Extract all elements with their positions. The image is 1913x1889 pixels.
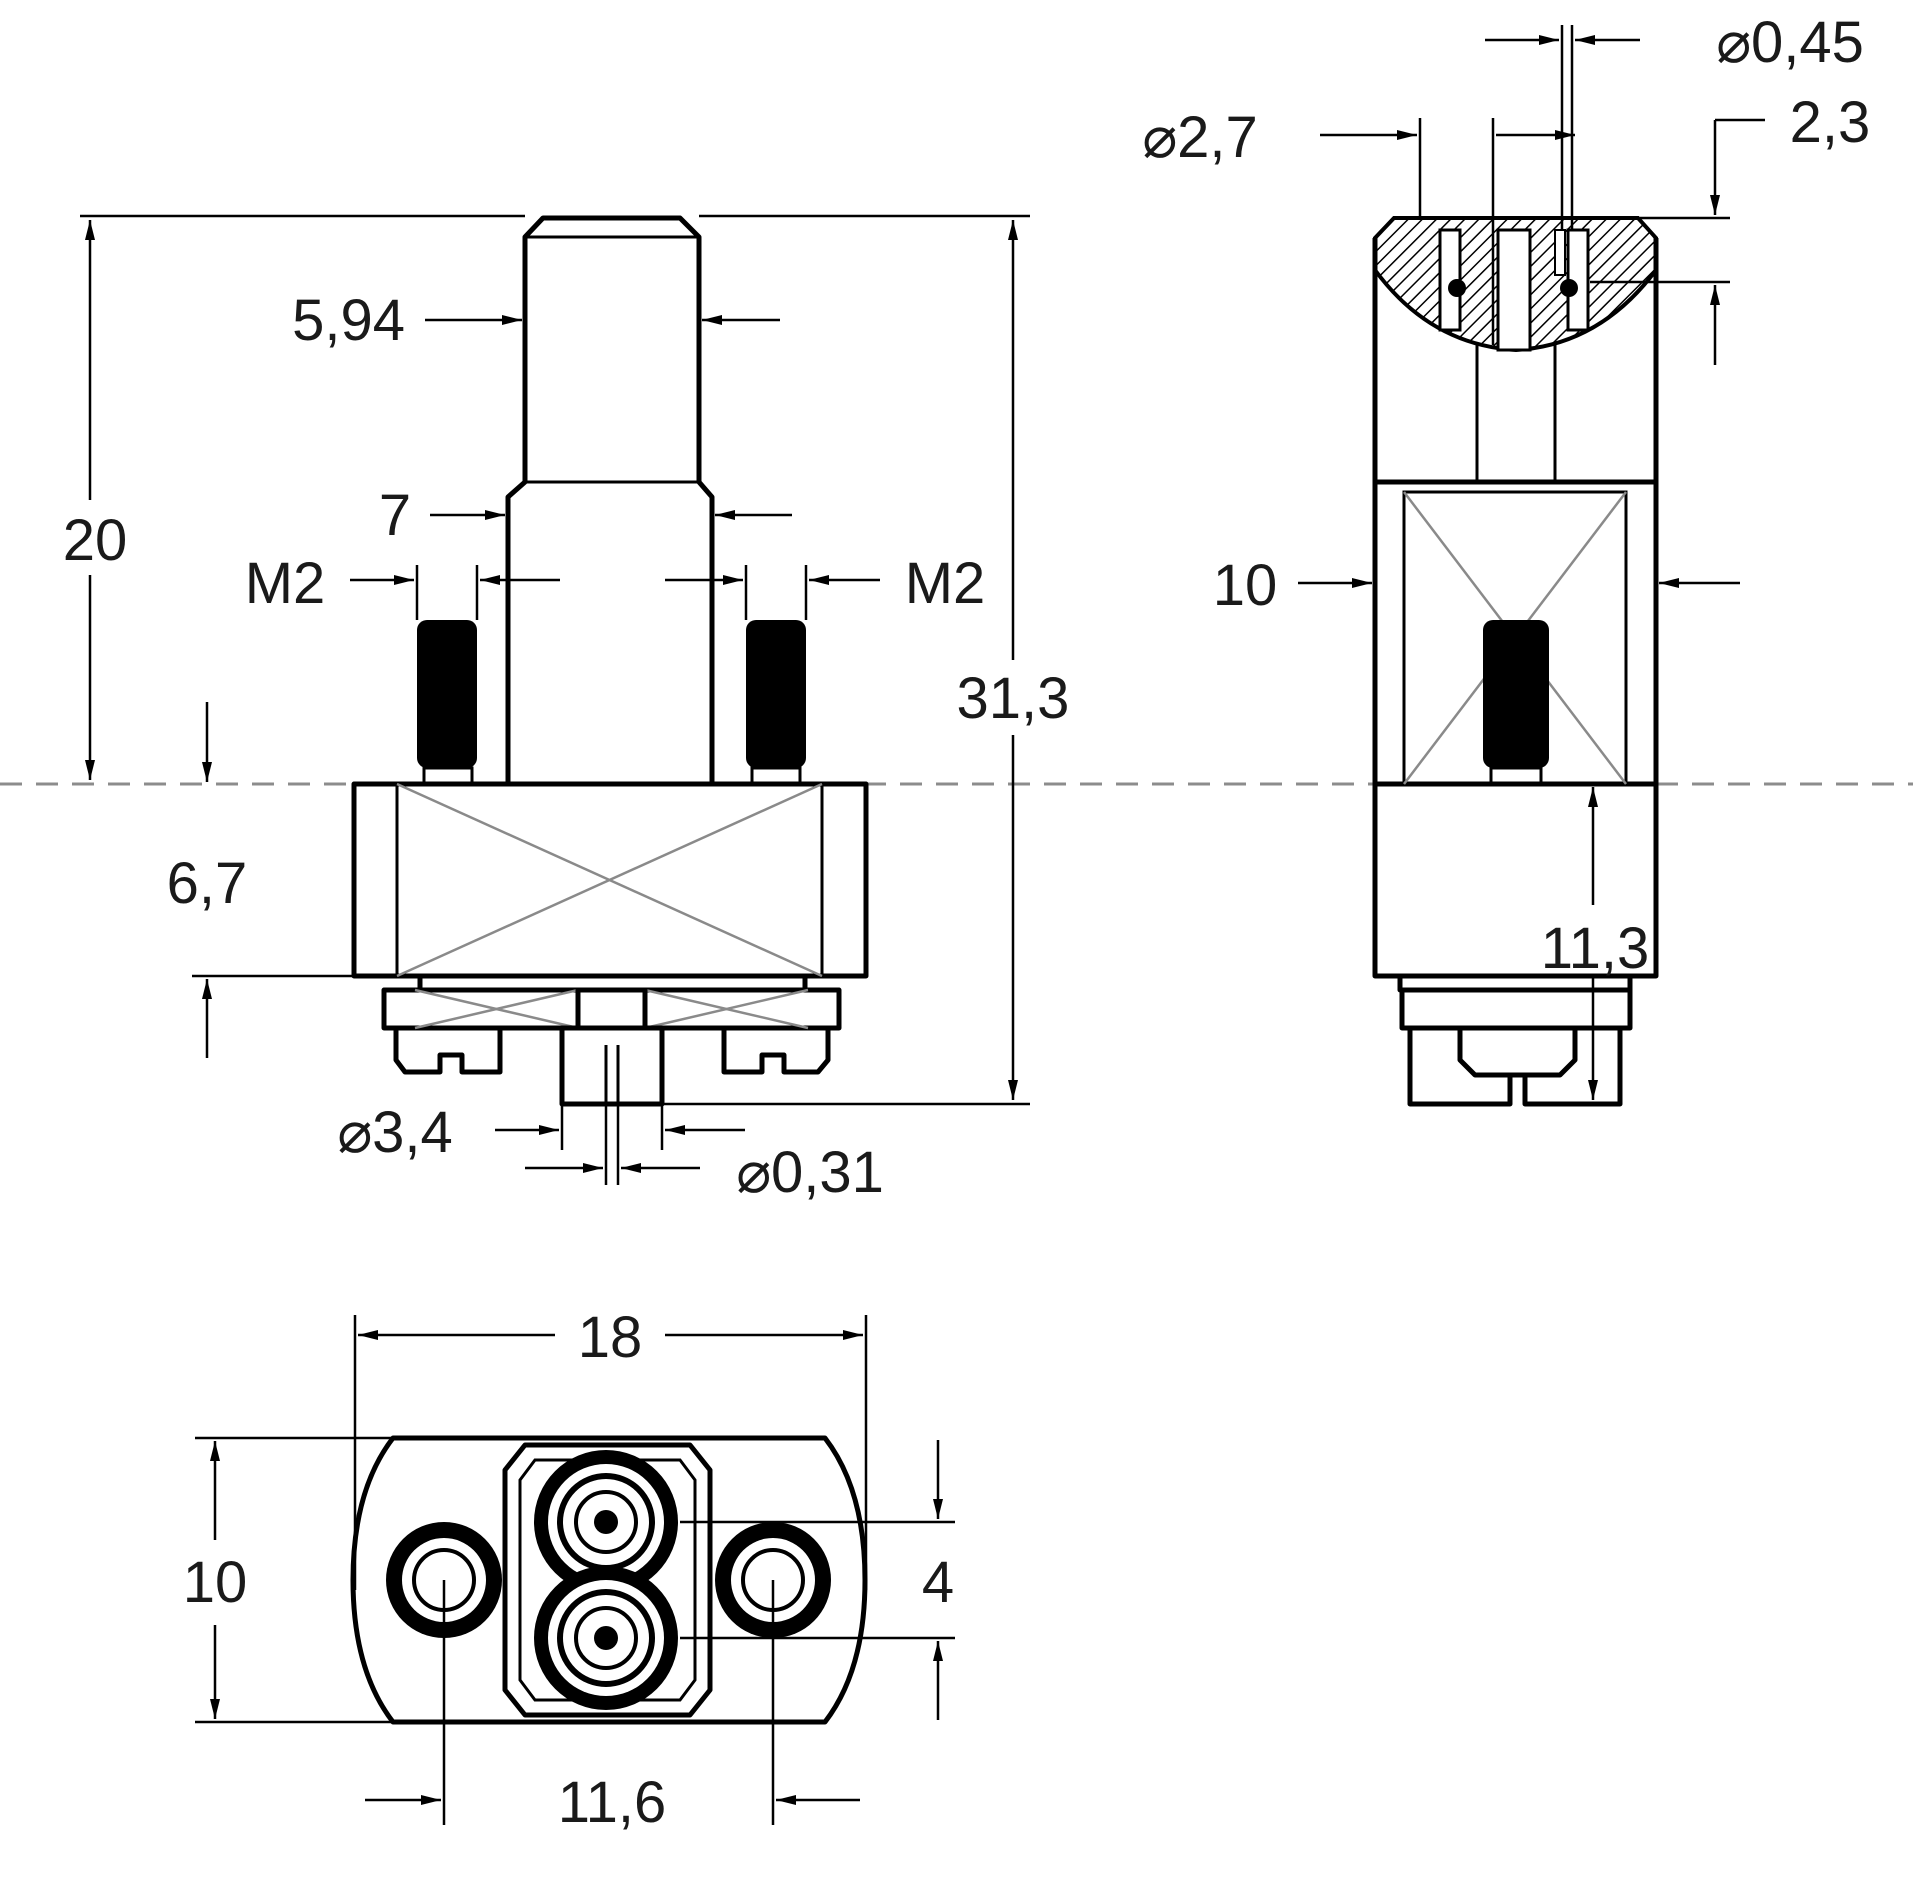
dim-m2-right: M2 (905, 551, 986, 616)
dim-6-7: 6,7 (167, 851, 248, 916)
side-thread (1483, 620, 1549, 768)
dim-11-3: 11,3 (1541, 916, 1650, 981)
dim-18: 18 (578, 1305, 643, 1370)
bottom-view: 18 10 4 11,6 (183, 1305, 955, 1835)
dim-7: 7 (379, 483, 411, 548)
dim-2-3: 2,3 (1790, 90, 1871, 155)
dim-0-45: ⌀0,45 (1716, 10, 1864, 75)
front-view: 31,3 20 5,94 7 M2 M2 6,7 (63, 214, 1070, 1205)
dim-3-4: ⌀3,4 (337, 1100, 453, 1165)
front-thread-left (417, 620, 477, 768)
dim-m2-left: M2 (245, 551, 326, 616)
dim-5-94: 5,94 (292, 288, 405, 353)
side-view: ⌀0,45 ⌀2,7 2,3 10 11,3 (1142, 10, 1871, 1107)
dim-4: 4 (922, 1550, 954, 1615)
front-thread-right (746, 620, 806, 768)
dim-11-6: 11,6 (558, 1770, 667, 1835)
dim-10-bottom: 10 (183, 1550, 248, 1615)
dim-2-7: ⌀2,7 (1142, 105, 1258, 170)
front-pin (505, 215, 715, 787)
dim-0-31: ⌀0,31 (736, 1140, 884, 1205)
dim-31-3: 31,3 (957, 666, 1070, 731)
dim-20: 20 (63, 508, 128, 573)
dim-10-side: 10 (1213, 553, 1278, 618)
